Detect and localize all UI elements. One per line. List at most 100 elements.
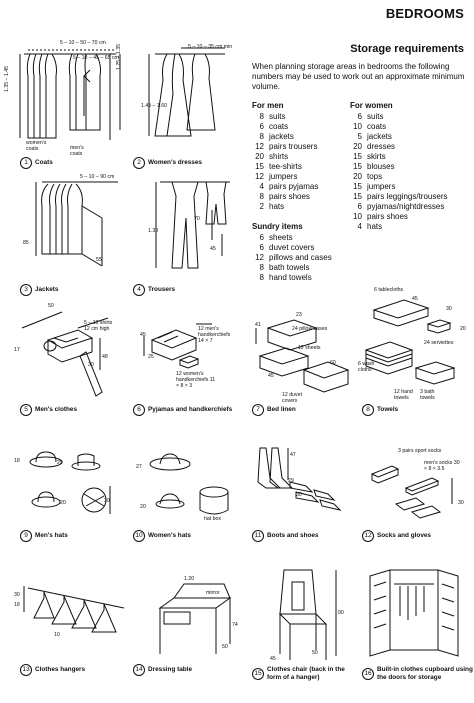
socks-mens-note: men's socks 30 × 8 × 3.5 — [424, 460, 460, 472]
bed-linen-sheets: 12 sheets — [298, 345, 321, 351]
hangers-30-dim: 30 — [14, 592, 20, 598]
womens-hats-illustration — [134, 440, 238, 530]
item-label: duvet covers — [269, 243, 315, 252]
figure-11-number: 11 — [252, 530, 264, 542]
item-quantity: 10 — [353, 122, 362, 131]
item-label: pillows and cases — [269, 253, 332, 262]
bed-linen-illustration — [246, 300, 352, 400]
pyjamas-mens-handkerchiefs: 12 men's handkerchiefs 14 × 7 — [198, 326, 231, 344]
figure-3-number: 3 — [20, 284, 32, 296]
bed-linen-45-dim: 45 — [268, 373, 274, 379]
coats-women-label: women's coats — [26, 140, 47, 152]
item-quantity: 8 — [259, 192, 264, 201]
figure-5-title: Men's clothes — [35, 406, 78, 414]
figure-15-title: Clothes chair (back in the form of a han… — [267, 666, 345, 681]
jackets-width-dim: 5 – 10 – 90 cm — [80, 174, 115, 180]
figure-2-number: 2 — [133, 157, 145, 169]
item-quantity: 6 — [259, 122, 264, 131]
pyjamas-womens-handkerchiefs: 12 women's handkerchiefs 11 × 8 × 3 — [176, 371, 216, 389]
item-label: shirts — [269, 152, 289, 161]
figure-12-number: 12 — [362, 530, 374, 542]
item-quantity: 20 — [353, 172, 362, 181]
item-label: tops — [367, 172, 383, 181]
item-label: pairs shoes — [367, 212, 408, 221]
item-label: pairs shoes — [269, 192, 310, 201]
mens-hats-illustration — [14, 440, 126, 530]
item-label: jackets — [269, 132, 294, 141]
womens-hats-27-dim: 27 — [136, 464, 142, 470]
item-quantity: 12 — [255, 142, 264, 151]
figure-16-number: 16 — [362, 667, 374, 680]
figure-10-title: Women's hats — [148, 532, 191, 540]
item-quantity: 8 — [259, 132, 264, 141]
list-item: 20 tops — [350, 172, 447, 182]
boots-shoes-illustration — [250, 440, 348, 530]
mens-hats-20-dim: 20 — [60, 500, 66, 506]
trousers-70-dim: 70 — [194, 216, 200, 222]
item-label: suits — [367, 112, 384, 121]
coats-men-label: men's coats — [70, 145, 84, 157]
sundry-heading: Sundry items — [252, 222, 303, 231]
item-quantity: 2 — [259, 202, 264, 211]
item-label: jumpers — [269, 172, 298, 181]
figure-6-title: Pyjamas and handkerchiefs — [148, 406, 233, 414]
towels-illustration — [356, 288, 468, 400]
item-quantity: 15 — [353, 152, 362, 161]
item-quantity: 4 — [259, 182, 264, 191]
socks-sport-note: 3 pairs sport socks — [398, 448, 442, 454]
section-title: BEDROOMS — [385, 6, 464, 21]
item-label: hand towels — [269, 273, 312, 282]
dresses-width-dim: 5 – 10 – 35 cm min — [188, 44, 233, 50]
men-heading: For men — [252, 101, 284, 110]
figure-9-title: Men's hats — [35, 532, 68, 540]
figure-6-number: 6 — [133, 404, 145, 416]
item-label: coats — [269, 122, 289, 131]
bed-linen-duvet-covers: 12 duvet covers — [282, 392, 302, 404]
jackets-depth-dim: 55 — [96, 257, 102, 263]
boots-47-dim: 47 — [290, 452, 296, 458]
pyjamas-45-dim: 45 — [140, 332, 146, 338]
womens-hats-20-dim: 20 — [140, 504, 146, 510]
dressing-table-mirror-label: mirror — [206, 590, 220, 596]
item-quantity: 8 — [259, 112, 264, 121]
hangers-10-dim: 10 — [54, 632, 60, 638]
figure-14-title: Dressing table — [148, 666, 193, 674]
list-item: 8 pairs shoes — [252, 192, 318, 202]
item-label: skirts — [367, 152, 386, 161]
figure-10-number: 10 — [133, 530, 145, 542]
towels-45-dim: 45 — [412, 296, 418, 302]
coats-women-height-dim: 1.35 – 1.45 — [4, 66, 10, 92]
item-label: hats — [269, 202, 285, 211]
item-quantity: 20 — [255, 152, 264, 161]
list-item: 8 jackets — [252, 132, 318, 142]
list-item: 6 coats — [252, 122, 318, 132]
figure-15-number: 15 — [252, 667, 264, 680]
trousers-45-dim: 45 — [210, 246, 216, 252]
figure-12-title: Socks and gloves — [377, 532, 431, 540]
trousers-height-dim: 1.30 — [148, 228, 159, 234]
item-label: dresses — [367, 142, 396, 151]
figure-4-number: 4 — [133, 284, 145, 296]
hangers-18-dim: 18 — [14, 602, 20, 608]
dressing-table-depth-dim: 50 — [222, 644, 228, 650]
figure-9-number: 9 — [20, 530, 32, 542]
coats-illustration — [14, 40, 126, 155]
